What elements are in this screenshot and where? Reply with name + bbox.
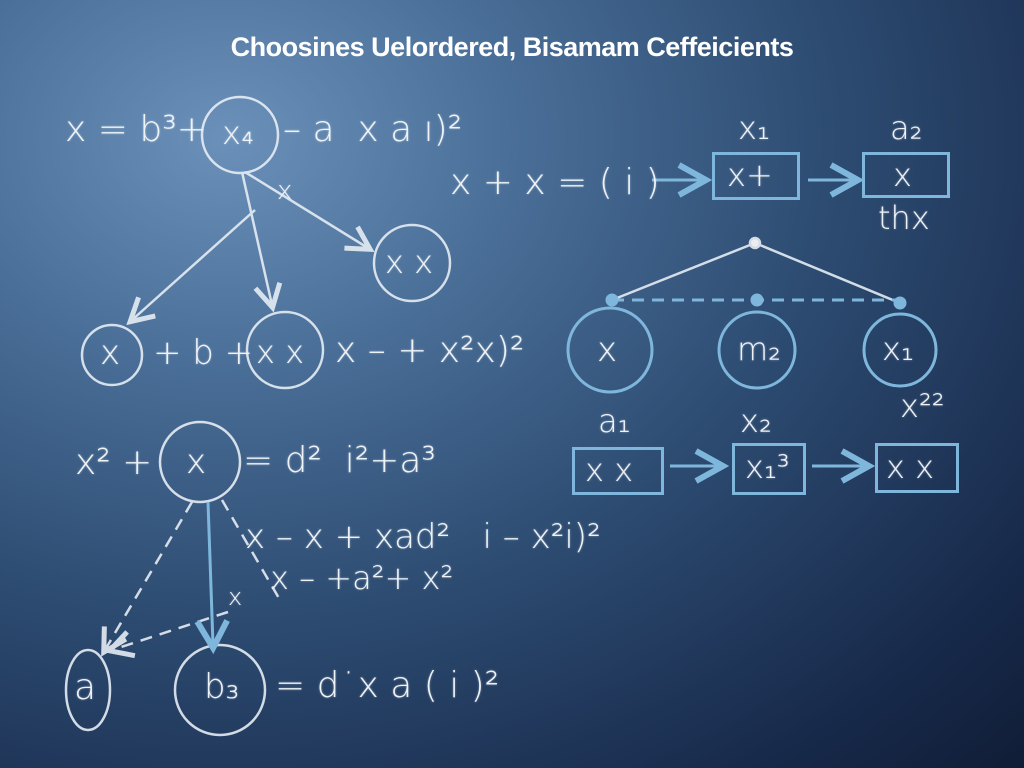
node-circle-x4	[200, 95, 280, 175]
node-x4-label: x₄	[222, 114, 254, 152]
tree-node-1: x	[597, 330, 618, 370]
row-label-3: x²²	[900, 387, 945, 425]
box2-below: thx	[878, 199, 930, 237]
box1-label: x₁	[738, 109, 770, 147]
arrow	[244, 170, 368, 248]
node-circle-x-lower	[158, 420, 242, 504]
node-circle-a	[64, 648, 112, 732]
box-1: x+	[712, 152, 800, 200]
tree-node-circle	[717, 310, 797, 390]
row-box-1: x x	[572, 447, 664, 495]
row-box-2-text: x₁³	[745, 448, 790, 486]
node-circle-xx2	[245, 310, 325, 390]
box-2-text: x	[893, 156, 912, 194]
box-1-text: x+	[727, 156, 773, 194]
row-label-1: a₁	[598, 402, 631, 440]
equation-1-right: – a x a ı)²	[283, 109, 463, 150]
equation-6: = d˙x a ( i )²	[275, 665, 500, 706]
row-box-2: x₁³	[732, 443, 806, 495]
arrow-label: x	[277, 176, 293, 206]
node-xx-label: x x	[385, 243, 434, 281]
arrow	[240, 171, 272, 305]
tree-dot	[893, 296, 907, 310]
equation-4: x – x + xad² i – x²i)²	[245, 517, 601, 557]
node-xx2-label: x x	[256, 333, 305, 371]
row-label-2: x₂	[740, 402, 772, 440]
node-circle-x	[80, 323, 144, 387]
row-box-3: x x	[875, 443, 959, 493]
dashed-arrow	[105, 501, 194, 650]
tree-dot	[750, 293, 764, 307]
arrow	[132, 209, 256, 320]
right-equation: x + x = ( i )	[450, 162, 660, 203]
board-title: Choosines Uelordered, Bisamam Ceffeicien…	[230, 32, 794, 62]
tree-edge	[611, 241, 756, 302]
node-b3-label: b₃	[204, 667, 240, 707]
equation-2-right: x – + x²x)²	[335, 330, 525, 371]
tree-dot	[605, 293, 619, 307]
tree-node-circle	[566, 306, 654, 394]
equation-5: x – +a²+ x²	[270, 559, 454, 597]
equation-1-left: x = b³+	[65, 109, 207, 150]
node-a-label: a	[74, 667, 97, 708]
node-x-label: x	[100, 333, 121, 373]
tree-node-3: x₁	[882, 330, 914, 368]
tree-edge	[754, 241, 901, 305]
equation-3-left: x² +	[75, 442, 153, 483]
dashed-arrow-label: x	[228, 583, 243, 611]
row-box-1-text: x x	[585, 451, 634, 489]
tree-node-2: m₂	[737, 330, 781, 368]
row-box-3-text: x x	[886, 448, 935, 486]
node-circle-xx	[372, 223, 452, 303]
equation-2-mid: + b +	[153, 333, 254, 373]
tree-node-circle	[862, 312, 938, 388]
box2-label: a₂	[890, 109, 923, 147]
node-x-lower-label: x	[186, 442, 207, 482]
tree-root	[748, 236, 762, 250]
dashed-arrow	[112, 610, 229, 650]
box-2: x	[862, 152, 950, 198]
blue-arrow	[208, 501, 213, 645]
equation-3-right: = d² i²+a³	[243, 440, 436, 481]
